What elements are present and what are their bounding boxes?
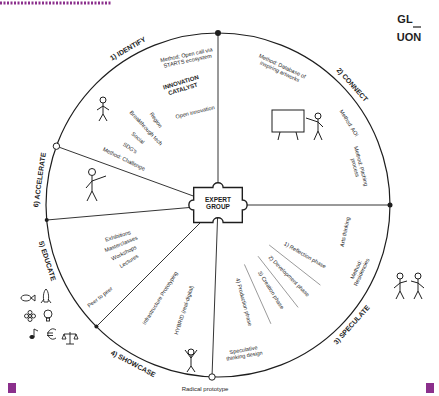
stage-label: 1) IDENTIFY bbox=[109, 36, 148, 63]
method-label: Method: Pitching process bbox=[346, 144, 370, 191]
fish-icon bbox=[21, 295, 31, 301]
accent-bar bbox=[0, 2, 112, 5]
stage-label: 4) SHOWCASE bbox=[110, 349, 157, 379]
role-label: INNOVATION CATALYST bbox=[160, 74, 204, 99]
phase-label: 4) Production phase bbox=[234, 277, 253, 326]
format-label: Peer to peer bbox=[86, 286, 114, 310]
method-label: Speculative thinking design bbox=[221, 343, 268, 363]
method-label: Method: Open call via STARTS ecosystem bbox=[159, 46, 215, 70]
rim-dot bbox=[45, 218, 49, 222]
stage-label: 5) EDUCATE bbox=[37, 240, 57, 282]
theme-label: Social bbox=[130, 130, 146, 144]
note-icon bbox=[34, 329, 38, 337]
sector-divider bbox=[218, 33, 219, 205]
sector-divider bbox=[212, 205, 218, 377]
flower-icon bbox=[29, 315, 32, 318]
rocket-icon bbox=[41, 289, 51, 303]
flower-icon bbox=[28, 311, 32, 315]
accent-square bbox=[426, 383, 434, 393]
stick-figure bbox=[97, 97, 109, 121]
method-label: Method: Residencies bbox=[344, 248, 374, 294]
stage-label: 2) CONNECT bbox=[334, 66, 369, 103]
node-label: EXPERT GROUP bbox=[205, 196, 231, 212]
stick-figure bbox=[411, 273, 424, 299]
lightbulb-icon bbox=[44, 310, 52, 318]
whiteboard bbox=[272, 110, 304, 140]
format-label: HYBRID (real-digital) bbox=[173, 284, 195, 335]
rim-dot bbox=[94, 325, 98, 329]
logo-text: GL bbox=[397, 13, 412, 26]
lightbulb-icon bbox=[47, 318, 50, 321]
method-label: Arts thinking bbox=[339, 217, 351, 248]
sector-dividers bbox=[47, 33, 390, 377]
rim-dot bbox=[388, 203, 393, 208]
accent-square bbox=[8, 383, 16, 393]
theme-label: SDG's bbox=[122, 141, 139, 155]
phase-label: 1) Reflection phase bbox=[282, 240, 326, 269]
stick-figure bbox=[394, 273, 407, 299]
caption-text: Radical prototype bbox=[182, 386, 229, 393]
stick-figure bbox=[86, 169, 106, 202]
fish-icon bbox=[31, 295, 35, 301]
euro-icon bbox=[47, 329, 56, 339]
logo-rule bbox=[413, 26, 421, 27]
flower-icon bbox=[32, 314, 36, 318]
stage-label: 6) ACCELERATE bbox=[32, 152, 48, 208]
note-icon bbox=[30, 335, 34, 338]
education-icons bbox=[21, 289, 78, 344]
method-label: Method: AOI bbox=[339, 108, 361, 137]
scales-icon bbox=[62, 332, 78, 344]
rim-dot bbox=[209, 374, 215, 380]
theme-label: Region bbox=[149, 111, 164, 129]
wheel-rim bbox=[46, 33, 390, 377]
logo-text: UON bbox=[397, 31, 421, 44]
stage-label: 3) SPECULATE bbox=[332, 304, 371, 347]
format-label: Infrastructure Prototyping bbox=[141, 270, 179, 326]
phase-label: 3) Creation phase bbox=[257, 270, 286, 310]
puzzle-node: EXPERT GROUP bbox=[186, 180, 250, 230]
stick-figure bbox=[185, 349, 197, 372]
method-label: Open innovation bbox=[175, 104, 215, 120]
flower-icon bbox=[25, 314, 29, 318]
rim-dot bbox=[215, 30, 221, 36]
sector-divider bbox=[96, 205, 218, 327]
stick-figure bbox=[306, 113, 323, 140]
theme-label: Method: Challenge bbox=[101, 146, 145, 172]
rim-dot bbox=[53, 143, 59, 149]
node-text-group: EXPERT GROUP bbox=[205, 196, 231, 212]
flower-icon bbox=[28, 318, 32, 322]
puzzle-outline bbox=[189, 183, 247, 223]
method-label: Method: Database of inspiring artworks bbox=[254, 52, 309, 87]
